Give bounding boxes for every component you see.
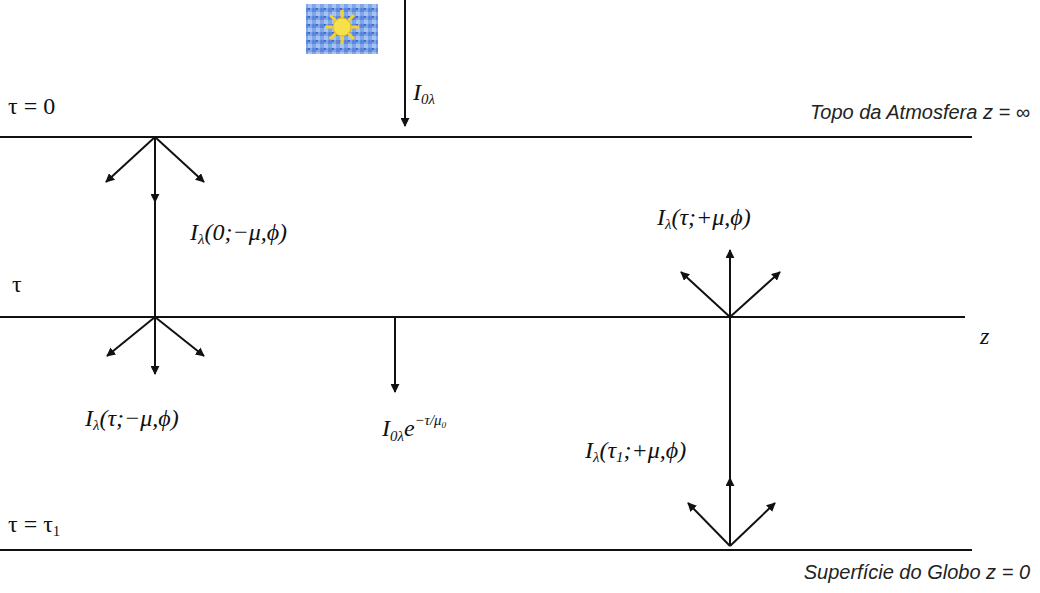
- arrow: [729, 478, 731, 546]
- arrow: [106, 137, 155, 182]
- direct-beam: [394, 317, 396, 392]
- text-run: τ =: [8, 511, 43, 537]
- subscript: 0λ: [390, 428, 404, 444]
- radiance-arrows: [106, 137, 780, 546]
- sun-icon: [306, 4, 378, 54]
- text-run: I: [382, 415, 390, 441]
- arrow: [729, 250, 731, 317]
- text-run: I: [657, 204, 665, 230]
- arrow: [154, 317, 156, 374]
- text-run: I: [190, 219, 198, 245]
- arrow: [681, 272, 730, 317]
- axis-label: z: [980, 322, 989, 351]
- text-run: (τ;−μ,ϕ): [99, 405, 178, 431]
- tau-level: [0, 316, 965, 318]
- text-run: Topo da Atmosfera z = ∞: [810, 101, 1030, 123]
- top-level: [0, 136, 972, 138]
- text-run: (0;−μ,ϕ): [204, 219, 287, 245]
- text-run: −τ/: [415, 412, 435, 428]
- text-run: τ = 0: [8, 93, 55, 119]
- text-run: z: [980, 323, 989, 349]
- surface-level: [0, 549, 972, 551]
- text-run: τ: [43, 511, 53, 537]
- subscript: 1: [616, 449, 623, 465]
- boundary-label: Topo da Atmosfera z = ∞: [810, 100, 1030, 124]
- subscript: λ: [93, 417, 99, 433]
- text-run: ;+μ,ϕ): [623, 437, 686, 463]
- subscript: 0λ: [421, 91, 435, 107]
- text-run: e: [404, 415, 415, 441]
- text-run: Superfície do Globo z = 0: [804, 561, 1030, 583]
- sun-rays: [325, 10, 359, 44]
- radiance-label: Iλ(τ;−μ,ϕ): [85, 404, 179, 435]
- arrow: [155, 137, 204, 182]
- subscript: 0: [442, 420, 447, 430]
- radiance-label: Iλ(τ1;+μ,ϕ): [585, 436, 686, 467]
- text-run: I: [585, 437, 593, 463]
- arrow: [155, 317, 204, 356]
- levels: [0, 137, 972, 550]
- sun-background: [306, 4, 378, 54]
- arrow: [730, 272, 780, 317]
- radiance-label: I0λ: [413, 78, 435, 109]
- downward-path: [154, 137, 156, 317]
- subscript: λ: [665, 216, 671, 232]
- level-label: τ = 0: [8, 92, 55, 121]
- text-run: τ: [607, 437, 616, 463]
- radiance-label: Iλ(τ;+μ,ϕ): [657, 203, 751, 234]
- arrow: [154, 137, 156, 202]
- arrow: [688, 503, 730, 546]
- sun-disc: [333, 18, 351, 36]
- arrow: [730, 503, 775, 546]
- radiance-label: Iλ(0;−μ,ϕ): [190, 218, 287, 249]
- boundary-label: Superfície do Globo z = 0: [804, 560, 1030, 584]
- text-run: (τ;+μ,ϕ): [671, 204, 750, 230]
- arrow: [107, 317, 155, 356]
- subscript: 1: [53, 523, 60, 539]
- level-label: τ = τ1: [8, 510, 60, 541]
- upward-path: [729, 317, 731, 546]
- exponent: −τ/μ0: [415, 412, 447, 428]
- subscript: λ: [198, 231, 204, 247]
- solar-beam: [404, 0, 406, 126]
- text-run: μ: [434, 412, 441, 428]
- direct-beam-label: I0λe−τ/μ0: [382, 412, 446, 445]
- level-label: τ: [12, 270, 22, 299]
- text-run: I: [85, 405, 93, 431]
- text-run: τ: [12, 271, 22, 297]
- subscript: λ: [593, 449, 599, 465]
- text-run: I: [413, 79, 421, 105]
- text-run: (: [599, 437, 607, 463]
